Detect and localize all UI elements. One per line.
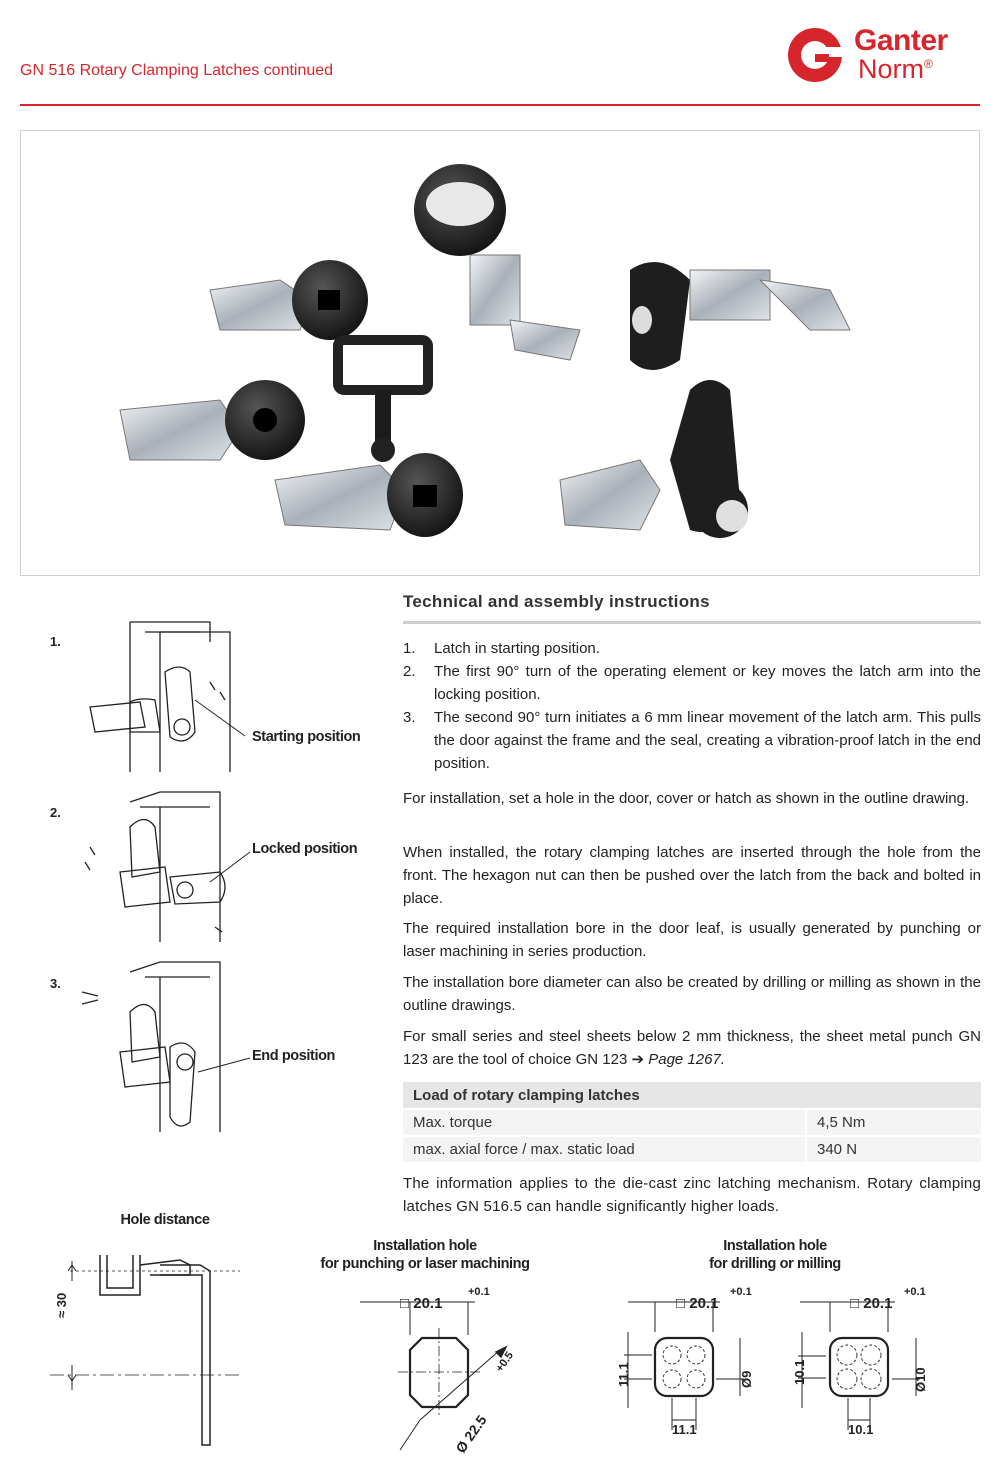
diagram-step-1-number: 1.: [50, 634, 61, 649]
page-reference-link[interactable]: Page 1267.: [648, 1051, 725, 1068]
latch-square-key-icon: [209, 260, 368, 340]
triangle-key-icon: [333, 335, 433, 462]
logo-wordmark-norm: Norm®: [858, 54, 933, 84]
diagram-label-starting-position: Starting position: [252, 729, 361, 745]
dim-hole-distance: ≈ 30: [54, 1292, 69, 1318]
dim-drill-right-tolerance: +0.1: [904, 1286, 926, 1298]
diagram-label-locked-position: Locked position: [252, 841, 358, 857]
load-table-title: Load of rotary clamping latches: [403, 1082, 981, 1109]
paragraph-bore: The required installation bore in the do…: [403, 920, 981, 960]
ganter-norm-logo-icon: [788, 28, 845, 82]
latch-square-bottom-icon: [274, 453, 463, 537]
dim-drill-left-side: 11.1: [616, 1362, 631, 1387]
dim-drill-right-bottom: 10.1: [848, 1422, 874, 1437]
paragraph-small-series: For small series and steel sheets below …: [403, 1028, 981, 1068]
dim-punching-width: □ 20.1: [400, 1295, 443, 1312]
dim-drill-left-bottom: 11.1: [672, 1422, 697, 1437]
punching-hole-drawing: [360, 1301, 508, 1451]
dim-drill-left-diameter: Ø9: [739, 1370, 754, 1388]
section-title: Technical and assembly instructions: [403, 592, 710, 611]
paragraph-installation: For installation, set a hole in the door…: [403, 790, 970, 807]
drilling-hole-drawings: [624, 1301, 920, 1430]
section-divider: [403, 621, 981, 624]
diagram-step-3-number: 3.: [50, 976, 61, 991]
dim-drill-left-width: □ 20.1: [676, 1295, 719, 1312]
dim-drill-right-width: □ 20.1: [850, 1295, 893, 1312]
dim-drill-right-side: 10.1: [792, 1359, 807, 1385]
latch-keyed-icon: [119, 380, 305, 461]
drawing-title-hole-distance: Hole distance: [120, 1212, 210, 1228]
dim-punching-width-tolerance: +0.1: [468, 1286, 490, 1298]
paragraph-drilling: The installation bore diameter can also …: [403, 974, 981, 1014]
hole-distance-drawing: [50, 1255, 240, 1446]
lever-handle-latch-icon: [559, 380, 748, 538]
paragraph-installed: When installed, the rotary clamping latc…: [403, 844, 981, 907]
dim-drill-left-tolerance: +0.1: [730, 1286, 752, 1298]
knurled-knob-latch-icon: [414, 164, 581, 361]
load-table: Load of rotary clamping latches Max. tor…: [403, 1082, 981, 1162]
paragraph-load-note: The information applies to the die-cast …: [403, 1175, 981, 1215]
dim-drill-right-diameter: Ø10: [913, 1367, 928, 1392]
page-header-title: GN 516 Rotary Clamping Latches continued: [20, 62, 334, 79]
header-divider: [20, 104, 980, 106]
wing-grip-latch-icon: [630, 262, 851, 370]
diagram-step-2-number: 2.: [50, 805, 61, 820]
product-photo: [119, 164, 851, 538]
logo-wordmark-ganter: Ganter: [854, 24, 948, 57]
latch-position-diagrams: [81, 621, 251, 1132]
diagram-label-end-position: End position: [252, 1048, 335, 1064]
